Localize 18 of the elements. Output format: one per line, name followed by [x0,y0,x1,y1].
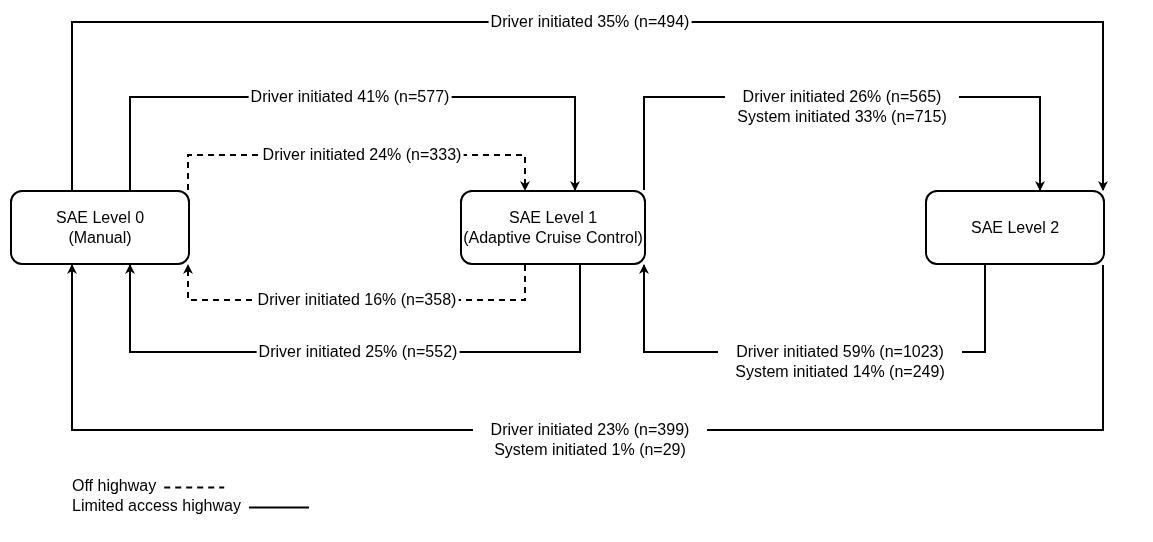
legend-label: Off highway [72,477,157,495]
edge-label: Driver initiated 24% (n=333) [260,145,464,165]
node-label: SAE Level 0 [55,208,145,228]
legend-label: Limited access highway [72,497,241,515]
node-label: (Adaptive Cruise Control) [463,227,643,247]
edge-label: Driver initiated 35% (n=494) [488,12,692,32]
node-label: (Manual) [68,227,132,247]
state-box [10,190,190,265]
edge-label: Driver initiated 25% (n=552) [256,342,460,362]
state-box [925,190,1105,265]
node-label: SAE Level 1 [508,208,598,228]
node-label: SAE Level 2 [970,217,1060,238]
edge-label: Driver initiated 23% (n=399) System initiated 1% (n=29) [473,420,707,460]
state-box [460,190,646,265]
edge-label: Driver initiated 41% (n=577) [248,87,452,107]
edge-label: Driver initiated 16% (n=358) [255,290,459,310]
edge-label: Driver initiated 59% (n=1023) System initiated 14% (n=249) [718,342,962,382]
edge-label: Driver initiated 26% (n=565) System initiated 33% (n=715) [725,87,959,127]
